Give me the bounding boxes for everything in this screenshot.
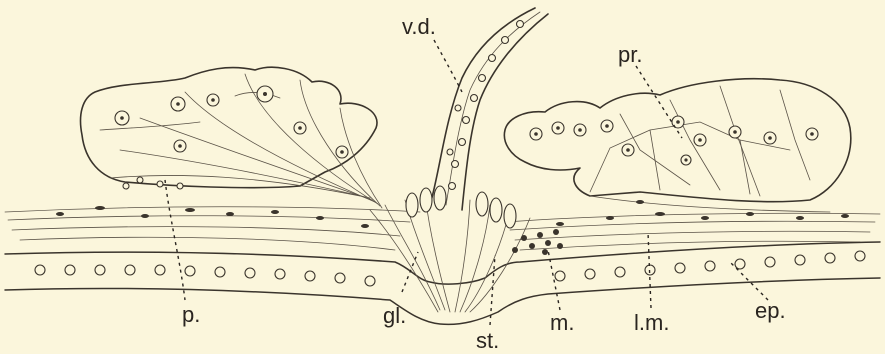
label-vd: v.d. <box>402 14 436 39</box>
right-lobe <box>504 79 850 202</box>
label-pr: pr. <box>618 42 642 67</box>
right-lobe-nuclei <box>530 116 818 165</box>
label-st: st. <box>476 328 499 353</box>
label-m: m. <box>550 310 574 335</box>
label-lm: l.m. <box>634 310 669 335</box>
label-gl: gl. <box>383 303 406 328</box>
label-p: p. <box>182 302 200 327</box>
vas-deferens-duct <box>430 8 548 210</box>
label-ep: ep. <box>755 298 786 323</box>
